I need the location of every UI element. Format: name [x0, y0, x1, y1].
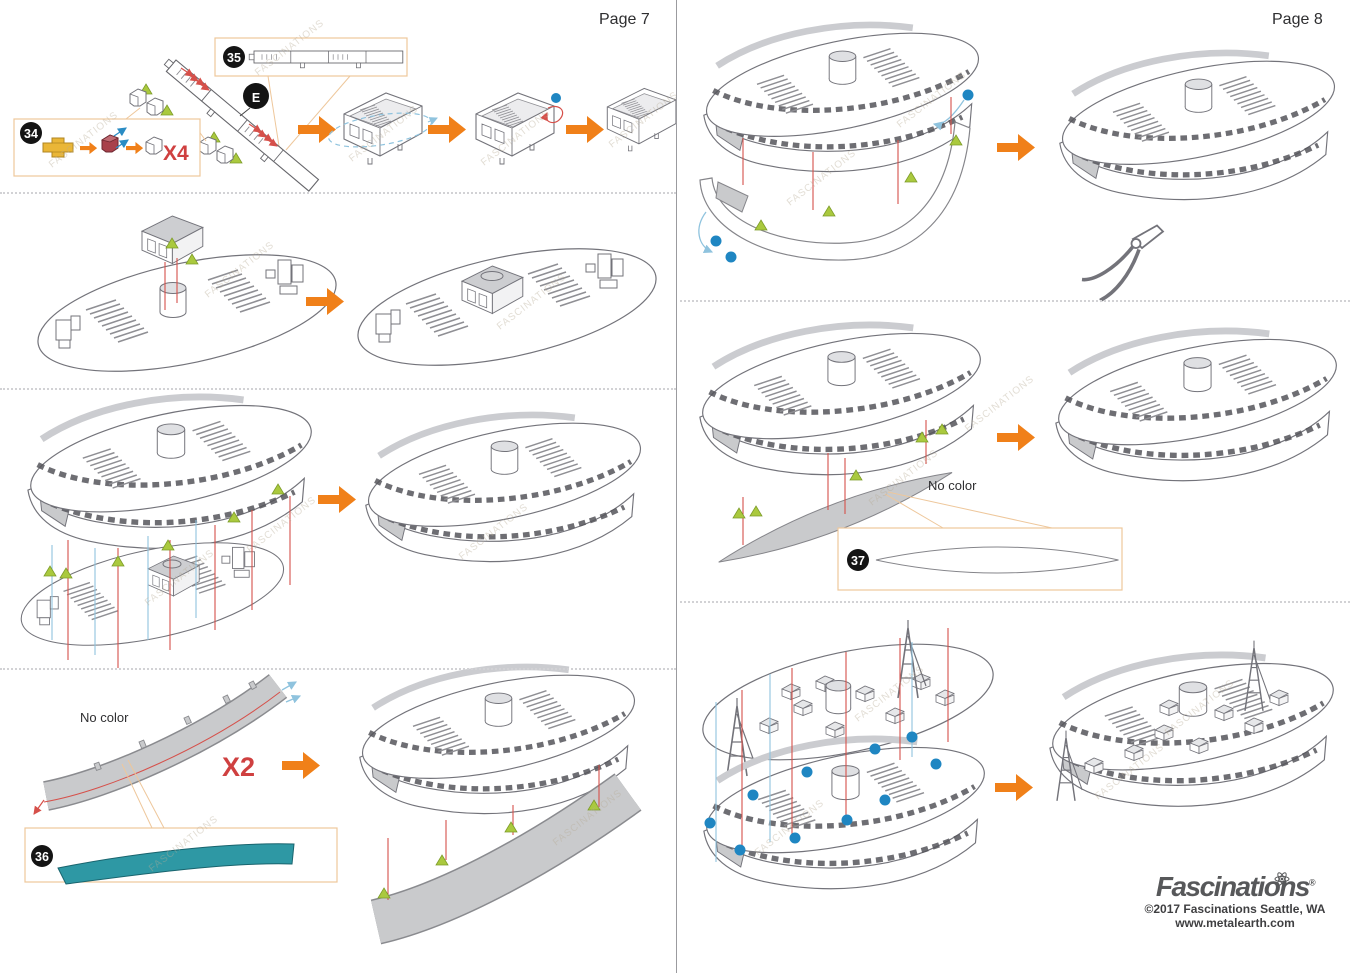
step-badge: [20, 122, 42, 144]
step-badge-number: 36: [35, 850, 49, 864]
hull-attach-result: [1054, 41, 1344, 303]
step-badge: [223, 46, 245, 68]
tab-dot-marker: [962, 89, 974, 101]
top-deck-part: [702, 643, 994, 761]
step-badge-number: 34: [24, 127, 38, 141]
keel-attach-exploded: No color: [694, 313, 1053, 575]
step35-callout: 35: [214, 37, 408, 151]
bent-tab-part: [216, 145, 234, 164]
part-letter-badge: [243, 83, 269, 109]
funnel-top: [480, 271, 504, 281]
orange-arrow: [298, 116, 336, 143]
atom-icon: [1274, 863, 1290, 892]
pliers-icon: [1080, 223, 1165, 303]
page-divider: [676, 0, 677, 973]
website-url: www.metalearth.com: [1175, 916, 1295, 931]
tab-dot-marker: [725, 251, 737, 263]
orange-arrow: [282, 752, 320, 779]
brand-logo: Fascinations®: [1128, 872, 1342, 901]
ship: [1044, 643, 1343, 806]
ship: [1054, 41, 1344, 199]
multiplier-label: X4: [163, 142, 189, 165]
step-badge-number: 35: [227, 51, 241, 65]
part-letter: E: [252, 91, 260, 105]
bent-tab-part: [199, 136, 217, 155]
hull-panel-result: [354, 655, 644, 945]
hull-attach-exploded: [698, 13, 988, 263]
row-separator: [680, 601, 1350, 603]
superstructure-exploded: [12, 385, 320, 668]
panel-tabs: [93, 680, 258, 772]
step37-callout: 37: [837, 527, 1123, 591]
svg-text:FASCINATIONS: FASCINATIONS: [963, 374, 1036, 435]
no-color-label: No color: [928, 478, 977, 493]
orange-arrow: [318, 486, 356, 513]
step36-exploded: No color X2 36: [24, 674, 338, 885]
orange-arrow: [997, 424, 1035, 451]
ship: [694, 313, 990, 475]
no-color-label: No color: [80, 710, 129, 725]
step34-callout: 34 X4: [13, 107, 207, 177]
part-e-strip: E: [129, 55, 320, 197]
tab-marker: [185, 253, 199, 265]
orange-arrow: [997, 134, 1035, 161]
orange-arrow: [566, 116, 604, 143]
bent-tab-part: [129, 88, 147, 107]
page8-label: Page 8: [1272, 11, 1323, 28]
deck-part: [348, 226, 666, 387]
row-separator: [680, 300, 1350, 302]
step-badge-number: 37: [851, 554, 865, 568]
orange-arrow: [995, 774, 1033, 801]
hull-part: [699, 121, 971, 261]
fold-arrows-upper: [180, 67, 210, 91]
registered-mark: ®: [1309, 877, 1316, 888]
two-deck-result: [360, 403, 650, 561]
fold-arrows-lower: [248, 123, 278, 147]
deck-part: [28, 232, 346, 393]
row-separator: [0, 192, 676, 194]
row1-assembly-sequence: [298, 88, 676, 164]
step-badge: [847, 549, 869, 571]
bent-tab-part: [146, 97, 164, 116]
teal-panel-part: [57, 843, 295, 885]
row-separator: [0, 668, 676, 670]
multiplier-label: X2: [222, 752, 255, 782]
deck-assembly-exploded: [28, 215, 346, 394]
tab-dot-marker: [710, 235, 722, 247]
tab-dot-marker: [551, 93, 561, 103]
keel-attach-result: [1050, 319, 1346, 481]
tab-dot-markers: [704, 731, 942, 856]
brand-footer: Fascinations® ©2017 Fascinations Seattle…: [1128, 872, 1342, 931]
page7-label: Page 7: [599, 11, 650, 28]
final-ship: [1044, 641, 1343, 807]
deck-assembly-result: [348, 226, 666, 387]
copyright-line: ©2017 Fascinations Seattle, WA: [1144, 902, 1326, 917]
funnel: [159, 282, 187, 318]
step-badge: [31, 845, 53, 867]
topdeck-exploded: [693, 619, 1003, 889]
row-separator: [0, 388, 676, 390]
